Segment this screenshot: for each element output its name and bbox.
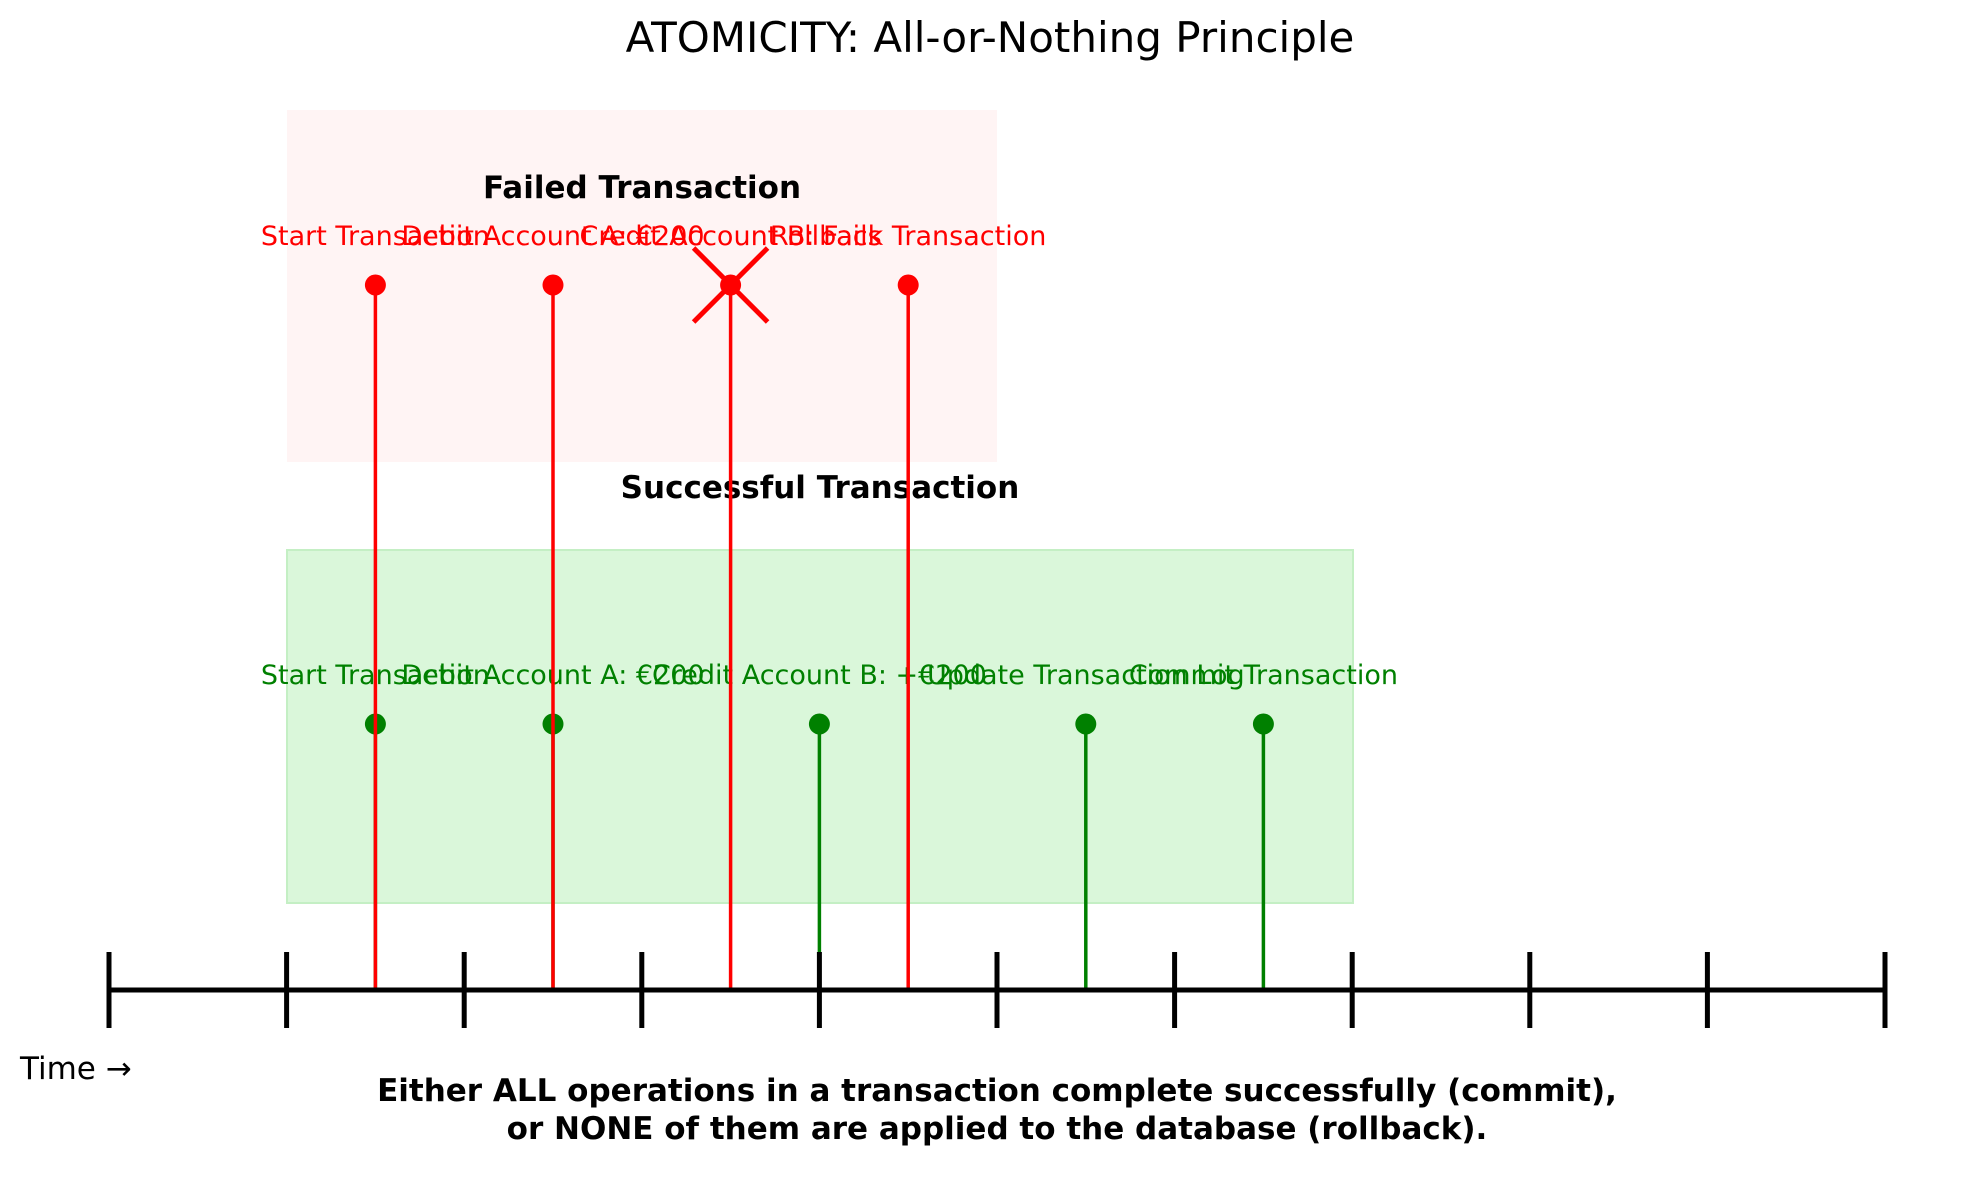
- failed-step-label: Rollback Transaction: [770, 221, 1046, 252]
- success-step-marker: [1252, 713, 1274, 735]
- success-step-marker: [1075, 713, 1097, 735]
- time-axis-ticks: [106, 952, 1888, 1028]
- caption-line-1: Either ALL operations in a transaction c…: [377, 1073, 1617, 1109]
- failed-step-marker: [364, 274, 386, 296]
- failed-step-label: Credit Account B: Fails: [579, 221, 881, 252]
- caption-line-2: or NONE of them are applied to the datab…: [507, 1111, 1488, 1147]
- successful-transaction-title: Successful Transaction: [621, 470, 1020, 506]
- failed-step-marker: [542, 274, 564, 296]
- failed-step-label: Debit Account A: €200: [401, 221, 704, 252]
- failed-transaction-panel: [287, 110, 997, 462]
- success-step-label: Commit Transaction: [1129, 660, 1398, 691]
- diagram-title: ATOMICITY: All-or-Nothing Principle: [626, 13, 1355, 62]
- success-step-label: Update Transaction Log: [927, 660, 1245, 691]
- failed-step-label: Start Transaction: [261, 221, 490, 252]
- time-axis: [106, 952, 1888, 1028]
- success-step-label: Credit Account B: +€200: [652, 660, 987, 691]
- time-axis-label: Time →: [19, 1051, 132, 1087]
- failure-cross-icon: [691, 246, 770, 324]
- failed-step-marker: [897, 274, 919, 296]
- success-step-marker: [808, 713, 830, 735]
- failed-transaction-title: Failed Transaction: [483, 170, 801, 206]
